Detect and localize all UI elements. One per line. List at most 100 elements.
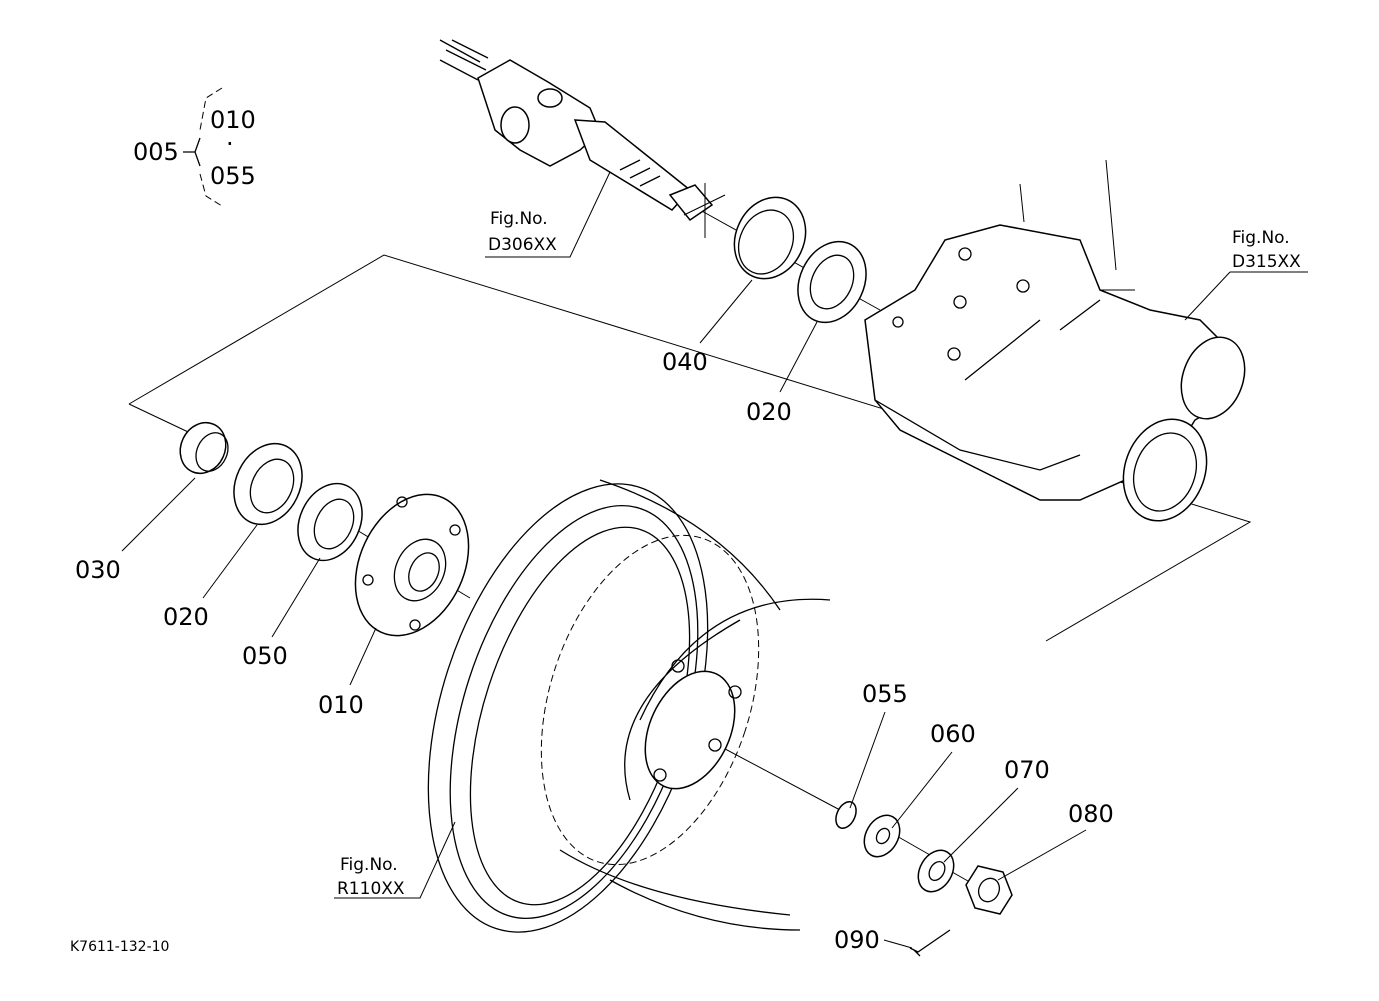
callout-050: 050 — [242, 642, 288, 670]
hub-stud-hole — [409, 619, 421, 631]
housing-bolt-hole — [958, 247, 972, 261]
leader-010 — [349, 627, 377, 686]
bracket-stem — [183, 137, 201, 167]
collar-030-bore — [195, 432, 229, 472]
shaft-splines — [619, 159, 661, 187]
callout-020-upper: 020 — [746, 398, 792, 426]
wheel-center-bore — [644, 670, 736, 790]
callout-030: 030 — [75, 556, 121, 584]
leader-fig-r110 — [334, 821, 456, 899]
housing-bolt-hole — [947, 347, 961, 361]
wheel-rim — [427, 479, 831, 933]
washer-060-outer — [863, 814, 901, 858]
group-bracket: 005 010 · 055 — [133, 87, 256, 207]
group-parent-label: 005 — [133, 138, 179, 166]
group-range-end: 055 — [210, 162, 256, 190]
housing-ribs — [874, 299, 1101, 471]
leader-030 — [121, 477, 196, 552]
housing-bolt-hole — [892, 316, 904, 328]
hub-010 — [354, 493, 470, 637]
seal-050-outer — [297, 482, 363, 562]
hub-010-spline — [408, 552, 440, 592]
rim-hidden-well — [540, 534, 760, 866]
hub-stud-hole — [396, 496, 408, 508]
callout-090: 090 — [834, 926, 880, 954]
rim-profile-lines — [559, 479, 801, 931]
drawing-code: K7611-132-10 — [70, 939, 169, 955]
callout-055: 055 — [862, 680, 908, 708]
leader-020b — [779, 321, 818, 393]
leader-020a — [202, 524, 258, 599]
fig-r110-prefix: Fig.No. — [340, 855, 398, 875]
group-range-start: 010 — [210, 106, 256, 134]
fig-d306-number: D306XX — [488, 235, 557, 255]
circlip-055 — [835, 801, 857, 829]
nut-080-crown — [977, 877, 1001, 903]
hub-010-boss — [393, 538, 447, 602]
hub-stud-hole — [362, 574, 374, 586]
shaft-tip — [668, 184, 714, 222]
figure-references: Fig.No. D306XX Fig.No. D315XX Fig.No. R1… — [337, 209, 1301, 899]
washer-060 — [863, 814, 901, 858]
leader-070 — [943, 787, 1019, 863]
fig-d315-number: D315XX — [1232, 252, 1301, 272]
hub-stud-hole — [449, 524, 461, 536]
fig-d306-prefix: Fig.No. — [490, 209, 548, 229]
assembly-outline — [128, 254, 1252, 642]
rim-disc-edge — [624, 598, 831, 801]
universal-joint — [477, 59, 601, 167]
seal-050 — [297, 482, 363, 562]
washer-060-bore — [875, 827, 891, 845]
wheel-stud-hole — [671, 659, 685, 673]
nut-080-hex — [965, 865, 1013, 915]
bearing-020-lower-outer — [233, 442, 303, 526]
callout-labels: 030 020 050 010 040 020 055 060 070 080 … — [75, 348, 1114, 954]
leader-040 — [699, 279, 753, 344]
housing-upper-bore — [1180, 336, 1246, 420]
bearing-020-upper — [797, 240, 867, 324]
wheel-stud-hole — [653, 768, 667, 782]
callout-060: 060 — [930, 720, 976, 748]
nut-080 — [965, 865, 1013, 915]
fig-d315-prefix: Fig.No. — [1232, 228, 1290, 248]
collar-030-body — [179, 421, 227, 475]
seal-050-inner — [313, 498, 355, 550]
bracket-arc — [199, 87, 223, 207]
housing-hidden-edge — [914, 224, 1101, 291]
wheel-stud-hole — [708, 738, 722, 752]
callout-040: 040 — [662, 348, 708, 376]
bearing-040 — [733, 196, 807, 280]
cotter-pin-090 — [909, 929, 951, 957]
bearing-020-upper-outer — [797, 240, 867, 324]
callout-080: 080 — [1068, 800, 1114, 828]
joint-cross — [537, 88, 563, 108]
callout-070: 070 — [1004, 756, 1050, 784]
joint-cap — [500, 106, 530, 144]
axle-housing — [864, 159, 1246, 522]
leader-090 — [883, 939, 913, 949]
leader-fig-d306 — [485, 171, 611, 258]
bearing-020-upper-inner — [809, 254, 855, 310]
leader-lines — [121, 171, 1308, 949]
group-range-sep: · — [226, 130, 234, 158]
shaft-cut-lines — [439, 39, 489, 81]
shaft-centermark — [683, 183, 726, 238]
leader-fig-d315 — [1184, 271, 1308, 321]
callout-020-lower: 020 — [163, 603, 209, 631]
leader-055 — [849, 711, 886, 809]
bearing-020-lower — [233, 442, 303, 526]
fig-r110-number: R110XX — [337, 879, 405, 899]
washer-070-bore — [928, 861, 946, 881]
housing-bolt-hole — [1016, 279, 1030, 293]
wheel-stud-hole — [728, 685, 742, 699]
leader-050 — [271, 557, 321, 638]
bearing-040-inner — [737, 209, 795, 275]
collar-030 — [179, 421, 229, 475]
drive-shaft — [439, 39, 726, 238]
housing-lower-bore-inner — [1133, 432, 1197, 512]
callout-010: 010 — [318, 691, 364, 719]
leader-080 — [997, 829, 1087, 881]
leader-060 — [891, 751, 953, 829]
housing-bolt-hole — [953, 295, 967, 309]
